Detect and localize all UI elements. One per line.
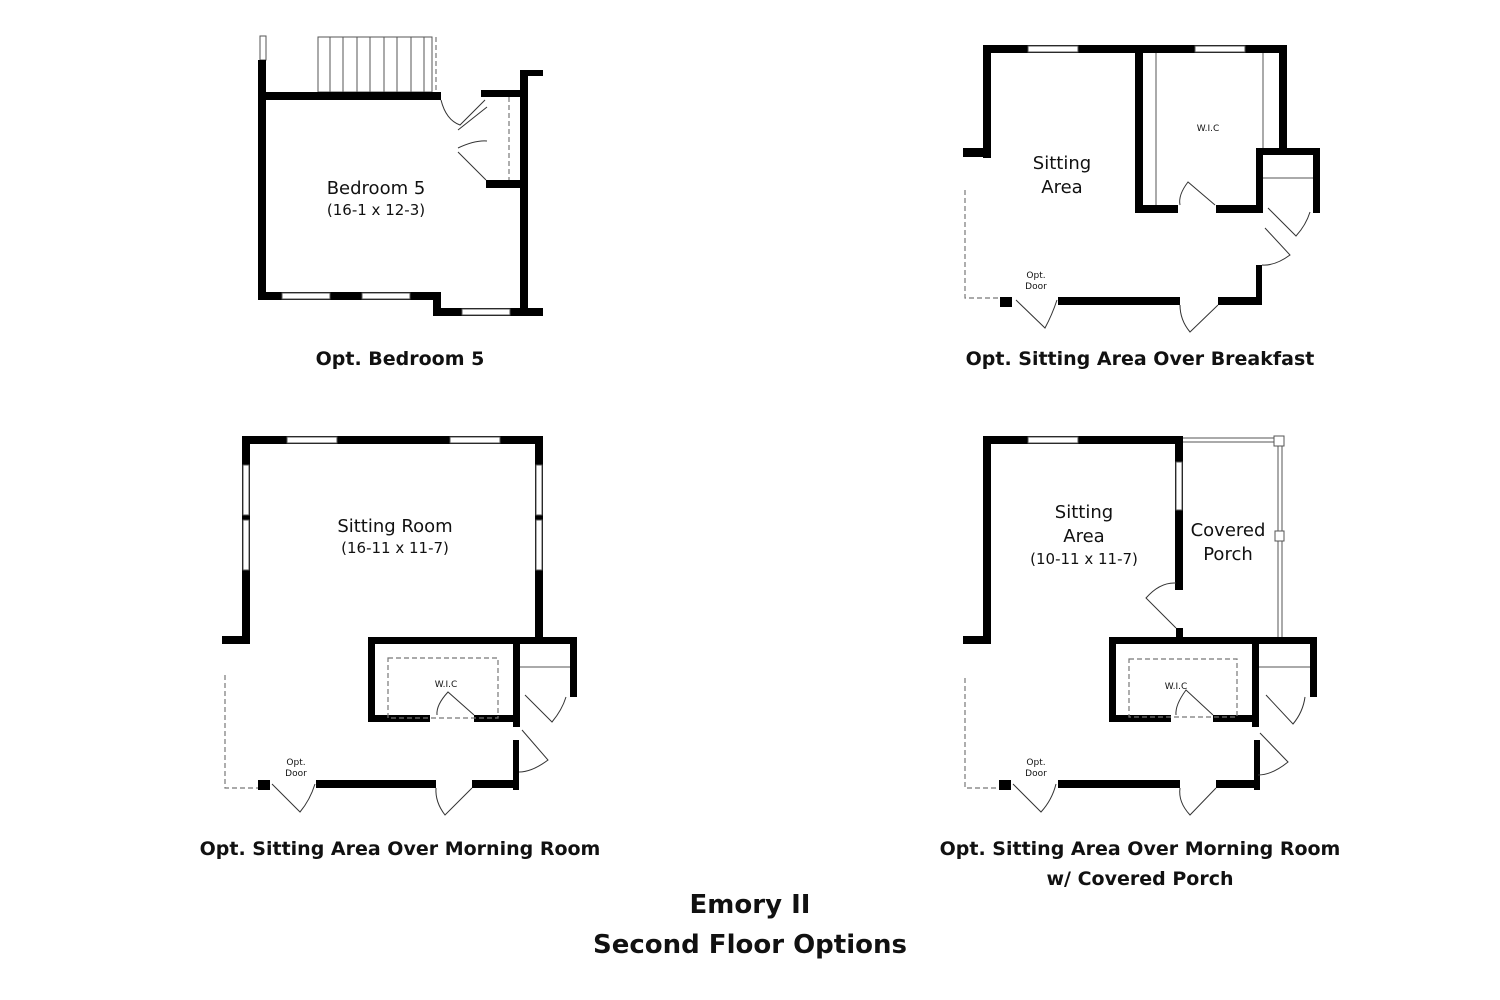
room-label: Sitting — [1055, 502, 1113, 523]
door[interactable] — [1257, 732, 1289, 776]
closet-label: W.I.C — [1165, 682, 1188, 692]
page-subtitle: Second Floor Options — [593, 930, 907, 960]
plan-bedroom-5: Bedroom 5 (16-1 x 12-3) — [258, 35, 543, 316]
window — [361, 292, 411, 300]
room-dimensions: (10-11 x 11-7) — [1030, 550, 1138, 568]
opt-door-label: Opt. — [1026, 758, 1045, 768]
window — [1194, 45, 1246, 53]
window — [286, 436, 338, 444]
window — [1027, 45, 1079, 53]
room-label: Bedroom 5 — [327, 178, 426, 199]
porch-label: Covered — [1191, 520, 1266, 541]
opt-door-swing[interactable] — [271, 783, 316, 813]
window — [535, 519, 543, 571]
opt-door-swing[interactable] — [1015, 299, 1058, 329]
opt-door-label: Door — [1025, 282, 1047, 292]
window — [281, 292, 331, 300]
door[interactable] — [1179, 787, 1217, 816]
room-label: Area — [1063, 526, 1104, 547]
closet-label: W.I.C — [435, 680, 458, 690]
wic-door[interactable] — [1175, 689, 1214, 716]
room-label: Area — [1041, 177, 1082, 198]
window — [449, 436, 501, 444]
room-dimensions: (16-1 x 12-3) — [327, 201, 425, 219]
closet-door[interactable] — [1265, 694, 1306, 725]
room-label: Sitting — [1033, 153, 1091, 174]
caption-covered-porch-line1: Opt. Sitting Area Over Morning Room — [939, 838, 1341, 860]
opt-door-swing[interactable] — [1012, 783, 1057, 813]
closet-door[interactable] — [524, 694, 567, 723]
stairs — [259, 35, 437, 93]
closet-label: W.I.C — [1197, 124, 1220, 134]
plan-sitting-area-covered-porch: Sitting Area (10-11 x 11-7) Covered Porc… — [963, 435, 1317, 816]
room-dimensions: (16-11 x 11-7) — [341, 539, 449, 557]
opt-wall-line — [964, 678, 999, 789]
window — [535, 464, 543, 516]
window — [242, 519, 250, 571]
closet-bifold-door[interactable] — [440, 99, 488, 181]
door[interactable] — [518, 729, 549, 773]
opt-door-label: Opt. — [1026, 271, 1045, 281]
page-title: Emory II — [689, 890, 811, 920]
window — [242, 464, 250, 516]
window — [461, 308, 511, 316]
wic-door[interactable] — [436, 691, 475, 716]
caption-sitting-area-breakfast: Opt. Sitting Area Over Breakfast — [965, 348, 1315, 370]
door[interactable] — [1261, 227, 1291, 266]
caption-covered-porch-line2: w/ Covered Porch — [1046, 868, 1234, 890]
porch-door[interactable] — [1145, 582, 1177, 629]
plan-sitting-room: Sitting Room (16-11 x 11-7) W.I.C Opt. D… — [222, 436, 577, 816]
wic-door[interactable] — [1179, 181, 1216, 206]
closet-door[interactable] — [1267, 207, 1311, 237]
opt-wall-line — [964, 190, 1000, 299]
porch-post — [1274, 530, 1285, 542]
caption-sitting-room: Opt. Sitting Area Over Morning Room — [199, 838, 601, 860]
room-label: Sitting Room — [337, 516, 452, 537]
window — [1027, 436, 1079, 444]
opt-door-label: Opt. — [286, 758, 305, 768]
opt-wall-line — [224, 675, 258, 789]
plan-sitting-area-breakfast: Sitting Area W.I.C Opt. Door — [963, 45, 1320, 333]
window — [1175, 461, 1183, 511]
porch-label: Porch — [1203, 544, 1253, 565]
opt-door-label: Door — [285, 769, 307, 779]
door[interactable] — [435, 787, 473, 816]
door[interactable] — [1179, 304, 1219, 333]
porch-post — [1273, 435, 1285, 447]
caption-bedroom-5: Opt. Bedroom 5 — [315, 348, 485, 370]
opt-door-label: Door — [1025, 769, 1047, 779]
